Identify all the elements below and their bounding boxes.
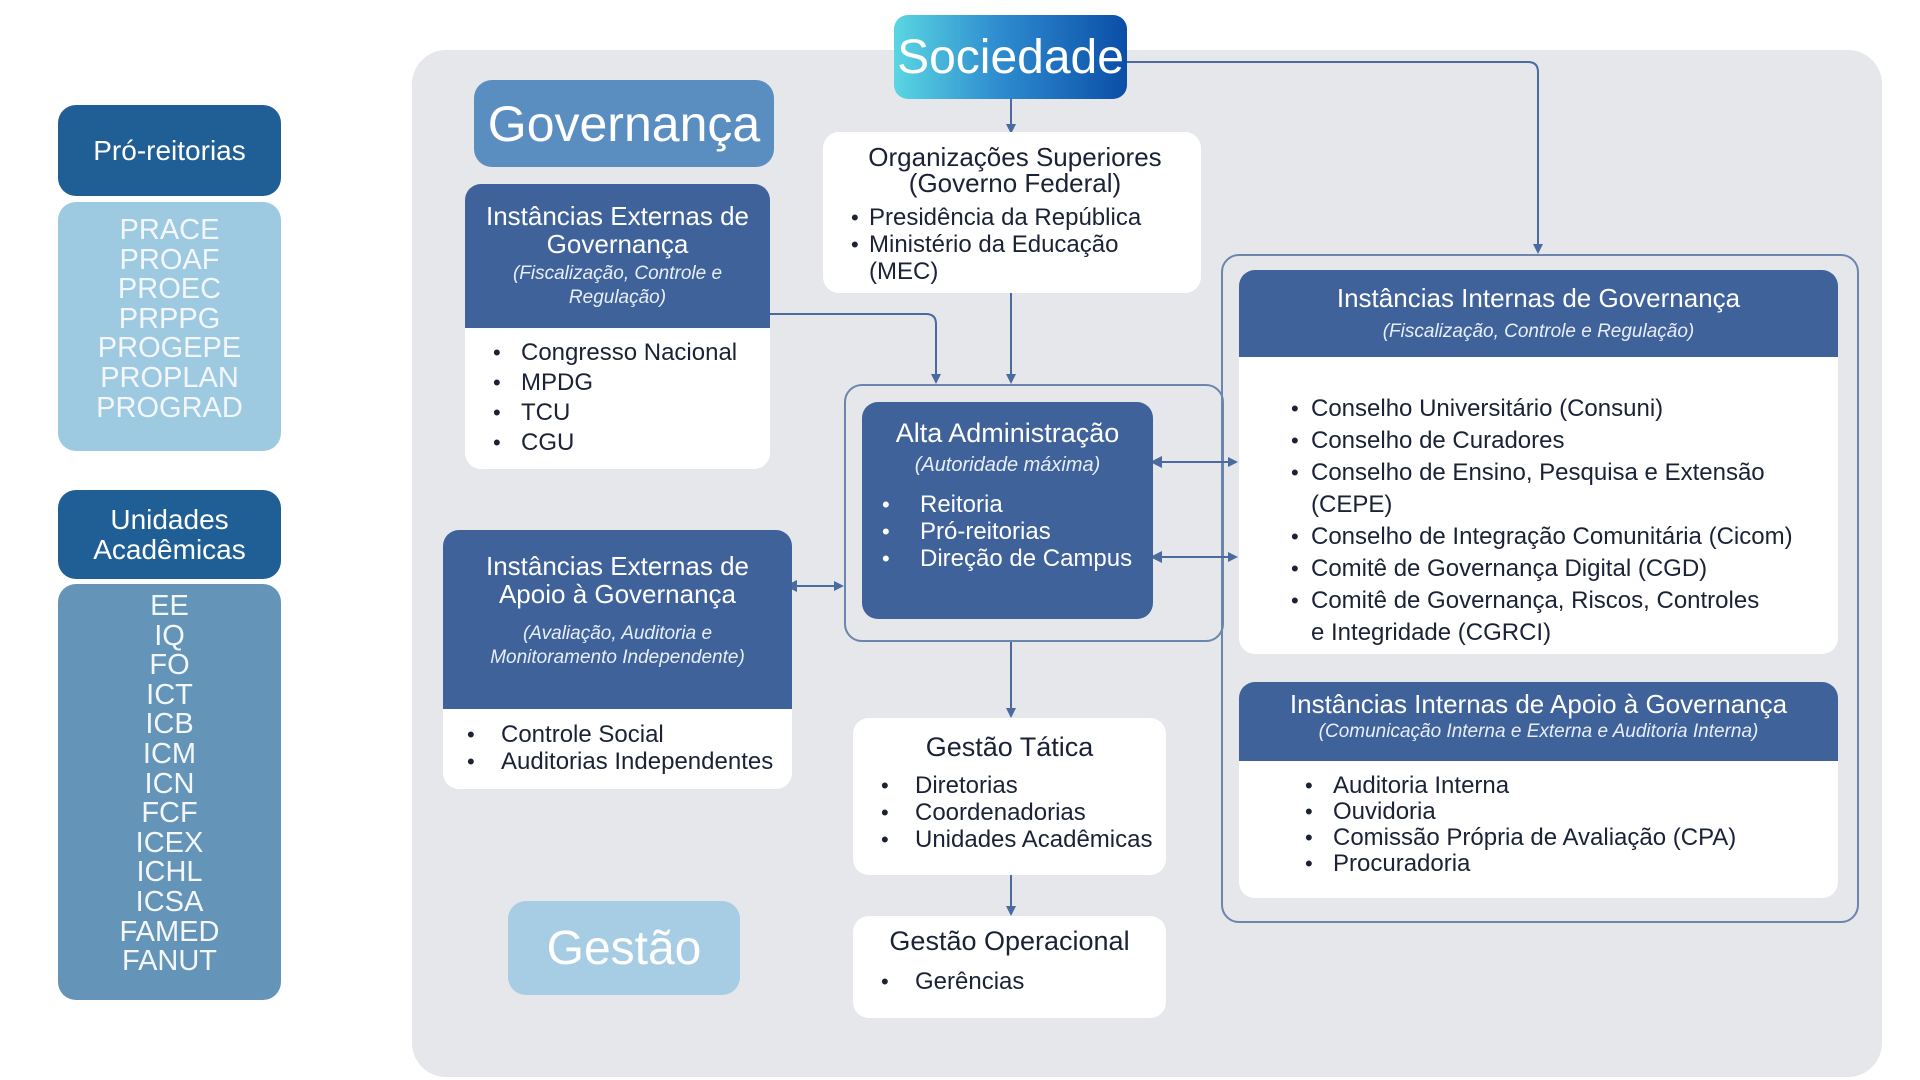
list-item: EE: [150, 590, 189, 622]
inst-int-gov-subtitle: (Fiscalização, Controle e Regulação): [1382, 321, 1695, 342]
list-item: ICB: [145, 708, 194, 741]
list-item: ICT: [146, 678, 193, 711]
list-item: Diretorias: [875, 772, 1166, 799]
pro-reitorias-list: PRACE PROAF PROEC PRPPG PROGEPE PROPLAN …: [58, 202, 281, 451]
list-item: ICEX: [135, 826, 204, 859]
inst-ext-gov-node: Instâncias Externas de Governança (Fisca…: [465, 184, 770, 469]
internal-instances-frame: [1221, 254, 1859, 923]
inst-ext-apoio-title: Instâncias Externas de Apoio à Governanç…: [485, 551, 750, 609]
gestao-tatica-title: Gestão Tática: [925, 732, 1094, 762]
org-superiores-list: Presidência da República Ministério da E…: [845, 204, 1185, 285]
pro-reitorias-title: Pró-reitorias: [93, 134, 246, 166]
list-item: PROGRAD: [96, 391, 243, 424]
gestao-tatica-list: Diretorias Coordenadorias Unidades Acadê…: [853, 762, 1166, 853]
list-item: Auditoria Interna: [1299, 773, 1838, 800]
alta-admin-title: Alta Administração: [895, 418, 1120, 448]
sociedade-label: Sociedade: [897, 30, 1124, 84]
gestao-operacional-node: Gestão Operacional Gerências: [853, 916, 1166, 1018]
list-item: Pró-reitorias: [876, 518, 1153, 545]
gestao-operacional-title: Gestão Operacional: [889, 926, 1130, 956]
list-item: Procuradoria: [1299, 851, 1838, 878]
inst-ext-gov-title: Instâncias Externas de Governança: [485, 201, 750, 259]
org-superiores-node: Organizações Superiores (Governo Federal…: [823, 132, 1201, 293]
list-item: Presidência da República: [845, 204, 1185, 231]
list-item: Ministério da Educação (MEC): [845, 231, 1185, 285]
list-item: FCF: [141, 797, 198, 830]
list-item: Comitê de Governança, Riscos, Controles …: [1285, 585, 1818, 649]
list-item: PROAF: [119, 243, 220, 276]
list-item: IQ: [154, 619, 185, 652]
unidades-list: EE IQ FO ICT ICB ICM ICN FCF ICEX ICHL I…: [58, 584, 281, 1000]
list-item: FAMED: [119, 915, 220, 948]
inst-int-apoio-node: Instâncias Internas de Apoio à Governanç…: [1239, 682, 1838, 898]
list-item: TCU: [487, 398, 770, 428]
unidades-title: Unidades Acadêmicas: [93, 503, 246, 565]
alta-admin-node: Alta Administração (Autoridade máxima) R…: [862, 402, 1153, 619]
sociedade-node: Sociedade: [894, 15, 1127, 99]
governanca-text: Governança: [487, 95, 761, 152]
gestao-label: Gestão: [508, 901, 740, 995]
inst-ext-apoio-header: Instâncias Externas de Apoio à Governanç…: [443, 530, 792, 709]
gestao-operacional-list: Gerências: [853, 956, 1166, 995]
list-item: Unidades Acadêmicas: [875, 826, 1166, 853]
gestao-tatica-node: Gestão Tática Diretorias Coordenadorias …: [853, 718, 1166, 875]
list-item: FO: [149, 649, 190, 682]
list-item: Comissão Própria de Avaliação (CPA): [1299, 825, 1838, 852]
pro-reitorias-header: Pró-reitorias: [58, 105, 281, 196]
inst-int-apoio-list: Auditoria Interna Ouvidoria Comissão Pró…: [1239, 761, 1838, 878]
inst-int-gov-node: Instâncias Internas de Governança (Fisca…: [1239, 270, 1838, 654]
unidades-header: Unidades Acadêmicas: [58, 490, 281, 579]
list-item: PRACE: [119, 214, 220, 246]
list-item: Conselho de Curadores: [1285, 425, 1818, 457]
inst-int-gov-title: Instâncias Internas de Governança: [1336, 283, 1741, 313]
list-item: Auditorias Independentes: [461, 748, 792, 775]
inst-int-apoio-header: Instâncias Internas de Apoio à Governanç…: [1239, 682, 1838, 761]
inst-int-apoio-title: Instâncias Internas de Apoio à Governanç…: [1289, 689, 1788, 719]
list-item: Gerências: [875, 968, 1166, 995]
alta-admin-subtitle: (Autoridade máxima): [914, 454, 1101, 476]
list-item: CGU: [487, 428, 770, 458]
list-item: ICSA: [135, 885, 204, 918]
list-item: MPDG: [487, 368, 770, 398]
list-item: Ouvidoria: [1299, 799, 1838, 826]
inst-int-gov-header: Instâncias Internas de Governança (Fisca…: [1239, 270, 1838, 357]
alta-admin-list: Reitoria Pró-reitorias Direção de Campus: [862, 477, 1153, 572]
gestao-text: Gestão: [546, 921, 702, 975]
list-item: Congresso Nacional: [487, 338, 770, 368]
inst-ext-gov-header: Instâncias Externas de Governança (Fisca…: [465, 184, 770, 328]
list-item: ICN: [144, 767, 195, 800]
org-superiores-title-line1: Organizações Superiores: [868, 142, 1162, 172]
inst-ext-gov-list: Congresso Nacional MPDG TCU CGU: [465, 328, 770, 458]
governanca-label: Governança: [474, 80, 774, 167]
list-item: Conselho de Ensino, Pesquisa e Extensão …: [1285, 457, 1818, 521]
inst-ext-gov-subtitle: (Fiscalização, Controle e Regulação): [512, 263, 723, 308]
list-item: PROGEPE: [97, 332, 242, 365]
list-item: Conselho de Integração Comunitária (Cico…: [1285, 521, 1818, 553]
list-item: Controle Social: [461, 721, 792, 748]
list-item: PRPPG: [118, 302, 221, 335]
inst-ext-apoio-node: Instâncias Externas de Apoio à Governanç…: [443, 530, 792, 789]
list-item: Coordenadorias: [875, 799, 1166, 826]
list-item: ICM: [142, 737, 197, 770]
list-item: PROEC: [117, 273, 222, 306]
list-item: Conselho Universitário (Consuni): [1285, 393, 1818, 425]
inst-int-apoio-subtitle: (Comunicação Interna e Externa e Auditor…: [1318, 721, 1759, 742]
list-item: PROPLAN: [100, 361, 239, 394]
list-item: Reitoria: [876, 491, 1153, 518]
org-superiores-title: Organizações Superiores (Governo Federal…: [845, 144, 1185, 196]
list-item: Comitê de Governança Digital (CGD): [1285, 553, 1818, 585]
alta-admin-frame: [844, 384, 1224, 642]
inst-int-gov-list: Conselho Universitário (Consuni) Conselh…: [1239, 357, 1838, 649]
inst-ext-apoio-list: Controle Social Auditorias Independentes: [443, 709, 792, 775]
list-item: FANUT: [121, 945, 218, 978]
list-item: ICHL: [136, 856, 203, 889]
inst-ext-apoio-subtitle: (Avaliação, Auditoria e Monitoramento In…: [490, 623, 745, 668]
list-item: Direção de Campus: [876, 545, 1153, 572]
org-superiores-title-line2: (Governo Federal): [908, 168, 1122, 198]
